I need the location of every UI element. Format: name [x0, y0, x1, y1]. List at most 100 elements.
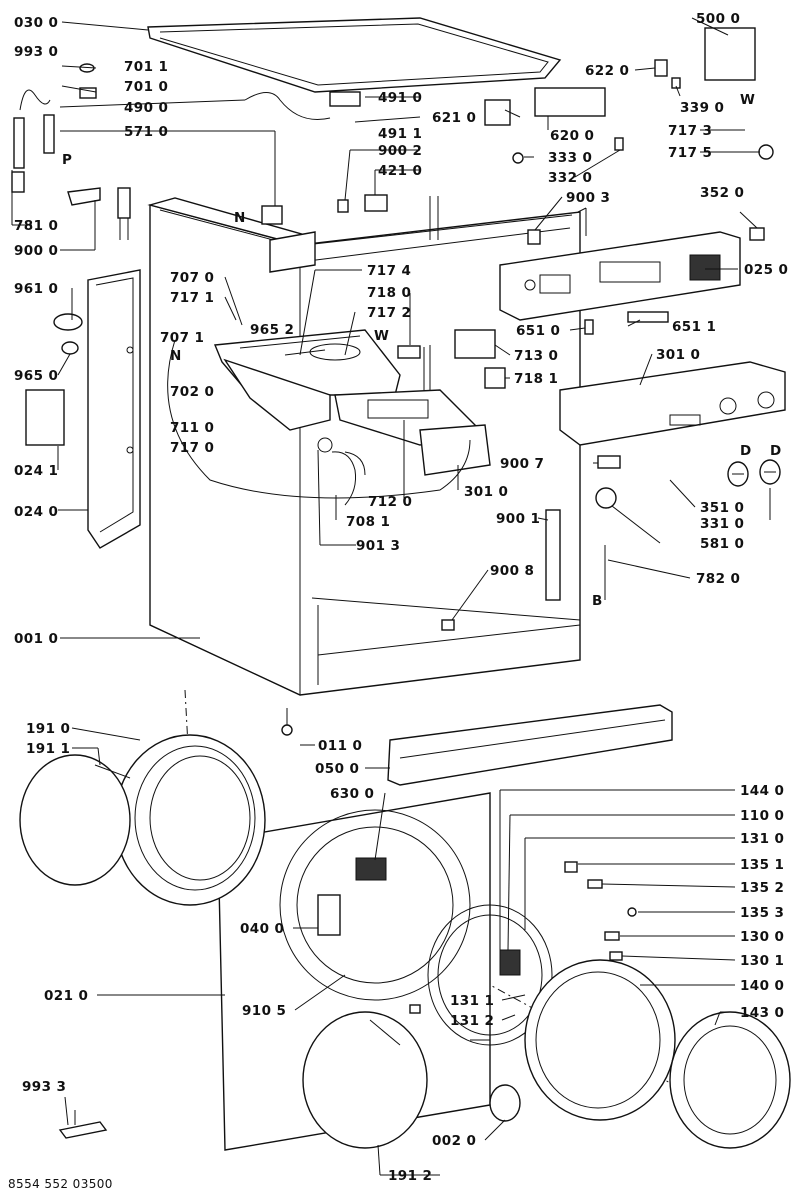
label-651-1: 651 1	[672, 319, 716, 335]
foot-961	[53, 313, 83, 331]
door-inner-frame	[427, 904, 553, 1046]
label-782-0: 782 0	[696, 571, 740, 587]
label-131-2: 131 2	[450, 1013, 494, 1029]
label-711-0: 711 0	[170, 420, 214, 436]
drawer-outline-loop	[167, 339, 471, 499]
clip-131-1	[409, 1004, 421, 1014]
label-961-0: 961 0	[14, 281, 58, 297]
bracket-718-1	[484, 367, 506, 389]
label-339-0: 339 0	[680, 100, 724, 116]
cap-701-0	[79, 87, 97, 99]
label-621-0: 621 0	[432, 110, 476, 126]
marker-n-left: N	[170, 348, 182, 364]
relay-621	[484, 99, 511, 126]
label-040-0: 040 0	[240, 921, 284, 937]
door-outer-ring	[669, 1011, 791, 1149]
leader-lines	[11, 17, 771, 1176]
label-900-8: 900 8	[490, 563, 534, 579]
marker-b: B	[592, 593, 603, 609]
label-130-1: 130 1	[740, 953, 784, 969]
inlet-valve	[117, 187, 131, 240]
label-143-0: 143 0	[740, 1005, 784, 1021]
label-965-0: 965 0	[14, 368, 58, 384]
clip-900-8	[441, 619, 455, 631]
knob-right	[759, 459, 781, 485]
label-191-2: 191 2	[388, 1168, 432, 1184]
label-622-0: 622 0	[585, 63, 629, 79]
door-lock-571	[261, 205, 283, 225]
label-050-0: 050 0	[315, 761, 359, 777]
part-labels: 030 0 993 0 701 1 701 0 490 0 571 0 781 …	[14, 11, 788, 1184]
label-331-0: 331 0	[700, 516, 744, 532]
label-965-2: 965 2	[250, 322, 294, 338]
hinge-block	[604, 931, 620, 941]
label-993-3: 993 3	[22, 1079, 66, 1095]
label-140-0: 140 0	[740, 978, 784, 994]
label-717-4: 717 4	[367, 263, 411, 279]
label-332-0: 332 0	[548, 170, 592, 186]
marker-w-top: W	[740, 92, 755, 108]
label-301-0-drawer: 301 0	[464, 484, 508, 500]
label-110-0: 110 0	[740, 808, 784, 824]
gasket-spring	[94, 764, 131, 779]
door-handle-cap	[489, 1084, 521, 1122]
label-702-0: 702 0	[170, 384, 214, 400]
label-910-5: 910 5	[242, 1003, 286, 1019]
marker-d-right: D	[770, 443, 782, 459]
spring-910-5	[369, 1019, 401, 1046]
door-switch-900-1	[545, 509, 561, 601]
label-001-0: 001 0	[14, 631, 58, 647]
marker-w-hopper: W	[374, 328, 389, 344]
lamp-333	[512, 152, 524, 164]
mains-cable	[244, 92, 331, 120]
label-717-2: 717 2	[367, 305, 411, 321]
switch-622	[654, 59, 668, 77]
top-lid	[147, 17, 562, 93]
label-718-0: 718 0	[367, 285, 411, 301]
marker-p: P	[62, 152, 72, 168]
label-900-1: 900 1	[496, 511, 540, 527]
pressure-switch	[595, 487, 617, 509]
label-707-0: 707 0	[170, 270, 214, 286]
label-491-1: 491 1	[378, 126, 422, 142]
clip-332	[614, 137, 624, 151]
bracket-352	[749, 227, 765, 241]
label-011-0: 011 0	[318, 738, 362, 754]
marker-d-left: D	[740, 443, 752, 459]
service-spanner	[58, 1121, 108, 1139]
seal-965	[61, 341, 79, 355]
label-135-2: 135 2	[740, 880, 784, 896]
side-panel	[87, 269, 141, 549]
label-900-0: 900 0	[14, 243, 58, 259]
door-gasket	[114, 734, 266, 906]
letter-markers: P N N W W D D B	[62, 92, 782, 609]
label-901-3: 901 3	[356, 538, 400, 554]
switch-900-7	[597, 455, 621, 469]
label-717-3: 717 3	[668, 123, 712, 139]
bracket-713	[454, 329, 496, 359]
label-712-0: 712 0	[368, 494, 412, 510]
knob-left	[727, 461, 749, 487]
label-144-0: 144 0	[740, 783, 784, 799]
label-707-1: 707 1	[160, 330, 204, 346]
label-651-0: 651 0	[516, 323, 560, 339]
label-500-0: 500 0	[696, 11, 740, 27]
hinge-washer	[627, 907, 637, 917]
gasket-clamp-ring	[19, 754, 131, 886]
hinge-spring	[587, 879, 603, 889]
label-571-0: 571 0	[124, 124, 168, 140]
bracket-718-0	[397, 345, 421, 359]
suppressor	[329, 91, 361, 107]
label-718-1: 718 1	[514, 371, 558, 387]
cabinet-body	[147, 196, 587, 696]
clip-900-3	[527, 229, 541, 245]
front-fascia	[559, 361, 786, 446]
label-130-0: 130 0	[740, 929, 784, 945]
label-333-0: 333 0	[548, 150, 592, 166]
label-701-1: 701 1	[124, 59, 168, 75]
inlet-hose	[11, 89, 55, 193]
label-191-1: 191 1	[26, 741, 70, 757]
label-351-0: 351 0	[700, 500, 744, 516]
top-rail	[269, 231, 431, 392]
